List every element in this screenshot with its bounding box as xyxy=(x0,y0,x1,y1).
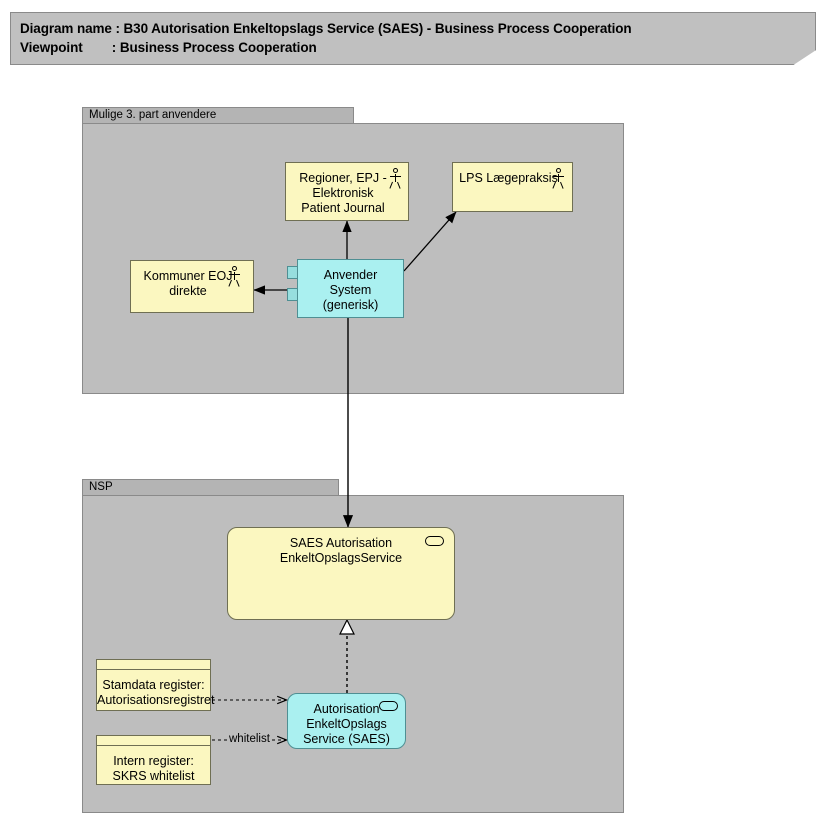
node-label: Stamdata register: Autorisationsregistre… xyxy=(97,678,215,707)
service-oval-icon xyxy=(425,536,444,546)
service-oval-icon xyxy=(379,701,398,711)
node-regioner-epj[interactable]: Regioner, EPJ - Elektronisk Patient Jour… xyxy=(285,162,409,221)
edge-anvender-to-lps xyxy=(403,211,457,272)
node-label: Autorisation EnkeltOpslags Service (SAES… xyxy=(303,702,390,746)
edge-label-whitelist: whitelist xyxy=(228,733,271,745)
node-label: Intern register: SKRS whitelist xyxy=(112,754,195,783)
diagram-name-line: Diagram name : B30 Autorisation Enkeltop… xyxy=(20,21,632,36)
group-label-mulige: Mulige 3. part anvendere xyxy=(82,107,354,124)
diagram-title-banner: Diagram name : B30 Autorisation Enkeltop… xyxy=(10,12,816,65)
node-saes-autorisation-service[interactable]: SAES Autorisation EnkeltOpslagsService xyxy=(227,527,455,620)
node-label: SAES Autorisation EnkeltOpslagsService xyxy=(279,536,403,565)
node-label: Regioner, EPJ - Elektronisk Patient Jour… xyxy=(299,171,387,215)
node-label: Kommuner EOJ direkte xyxy=(143,269,233,298)
node-label: Anvender System (generisk) xyxy=(322,268,379,312)
node-lps-laegepraksis[interactable]: LPS Lægepraksis xyxy=(452,162,573,212)
actor-icon xyxy=(552,168,565,188)
node-autorisation-enkeltopslags-service[interactable]: Autorisation EnkeltOpslags Service (SAES… xyxy=(287,693,406,749)
node-kommuner-eoj[interactable]: Kommuner EOJ direkte xyxy=(130,260,254,313)
group-label-nsp: NSP xyxy=(82,479,339,496)
edge-autorisation-realizes-saes xyxy=(339,618,355,693)
actor-icon xyxy=(228,266,241,286)
node-anvender-system[interactable]: Anvender System (generisk) xyxy=(297,259,404,318)
node-label: LPS Lægepraksis xyxy=(459,171,558,185)
node-stamdata-register[interactable]: Stamdata register: Autorisationsregistre… xyxy=(96,669,214,711)
actor-icon xyxy=(389,168,402,188)
viewpoint-line: Viewpoint : Business Process Cooperation xyxy=(20,40,317,55)
node-intern-register-skrs[interactable]: Intern register: SKRS whitelist xyxy=(96,745,211,785)
